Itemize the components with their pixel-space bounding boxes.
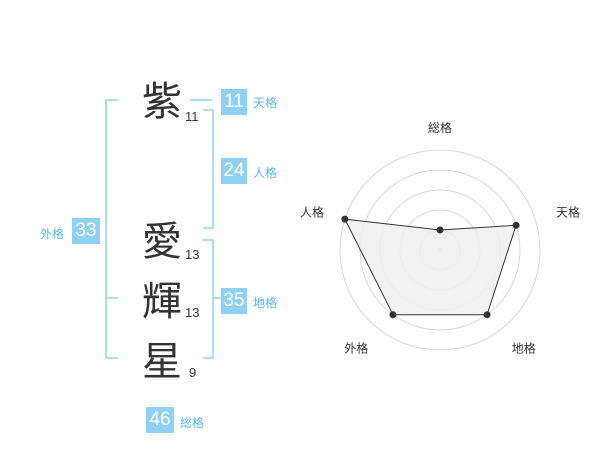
gaikaku-bracket	[105, 99, 118, 359]
radar-point-4	[389, 311, 397, 319]
radar-axis-label-4: 外格	[344, 341, 368, 356]
surname-char-1: 紫	[142, 79, 182, 125]
surname-char-1-strokes: 11	[185, 109, 199, 124]
jinkaku-badge: 24	[221, 158, 247, 184]
given-char-1-strokes: 13	[185, 247, 200, 262]
tenkaku-badge: 11	[221, 89, 247, 115]
given-char-1: 愛	[142, 219, 182, 265]
chikaku-label: 地格	[253, 296, 278, 310]
soukaku-badge: 46	[146, 407, 174, 433]
gaikaku-label: 外格	[40, 227, 65, 241]
tenkaku-label: 天格	[253, 96, 278, 110]
chikaku-bracket	[203, 239, 214, 359]
given-char-3-strokes: 9	[189, 365, 197, 380]
jinkaku-label: 人格	[253, 166, 278, 180]
radar-axis-label-3: 地格	[512, 341, 536, 356]
given-char-2-strokes: 13	[185, 305, 200, 320]
radar-axis-label-1: 総格	[428, 120, 452, 135]
soukaku-label: 総格	[180, 416, 205, 430]
given-char-3: 星	[142, 339, 182, 385]
radar-shape	[341, 215, 520, 319]
radar-axis-label-5: 人格	[300, 204, 324, 219]
radar-point-5	[341, 215, 349, 223]
radar-polygon	[344, 218, 517, 316]
jinkaku-bracket	[203, 109, 214, 229]
radar-axis-label-2: 天格	[556, 204, 580, 219]
radar-ring-5	[339, 149, 541, 351]
radar-point-3	[483, 311, 491, 319]
given-char-2: 輝	[142, 279, 182, 325]
chikaku-badge: 35	[221, 288, 247, 314]
gaikaku-badge: 33	[72, 218, 100, 244]
radar-point-1	[436, 226, 444, 234]
radar-point-2	[512, 221, 520, 229]
